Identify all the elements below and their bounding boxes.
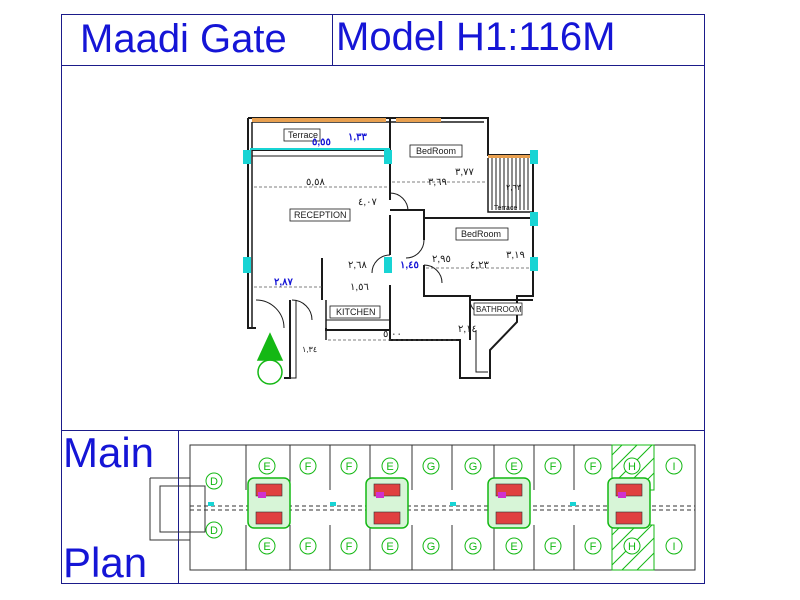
unit-bottom-11: H [628, 541, 636, 553]
unit-top-4: F [346, 461, 353, 473]
bathroom-label: BATHROOM [476, 305, 522, 314]
model-title: Model H1:116M [336, 15, 616, 59]
header-divider [332, 15, 333, 65]
unit-bottom-12: I [672, 541, 675, 553]
dim-bed2-depth: ٤,٢٣ [470, 260, 490, 271]
unit-bottom-6: G [427, 541, 436, 553]
unit-top-5: E [386, 461, 393, 473]
unit-top-3: F [305, 461, 312, 473]
plan-label: Plan [63, 539, 148, 586]
unit-bottom-7: G [469, 541, 478, 553]
main-plan-label-divider [178, 430, 179, 584]
unit-bottom-8: E [510, 541, 517, 553]
unit-bottom-3: F [305, 541, 312, 553]
site-plan: D E F F E G G E F F H I D E F F E G G E … [149, 444, 696, 571]
dim-corridor: ٢,٦٨ [348, 260, 368, 271]
dim-reception-width: ٥,٥٨ [306, 177, 326, 188]
unit-top-12: I [672, 461, 675, 473]
unit-top-2: E [263, 461, 270, 473]
unit-bottom-5: E [386, 541, 393, 553]
unit-top-11: H [628, 461, 636, 473]
dim-door-gap: ١,٤٥ [400, 260, 419, 271]
dim-small-room: ١,٣٤ [302, 345, 317, 354]
unit-bottom-9: F [550, 541, 557, 553]
dim-bed1-width: ٣,٦٩ [428, 177, 447, 188]
bedroom-1-label: BedRoom [416, 146, 456, 156]
unit-top-1: D [210, 476, 218, 488]
dim-bath-depth: ٢,١٤ [458, 324, 477, 335]
dim-bed2-side: ٣,١٩ [506, 250, 525, 261]
dim-terrace-height: ١,٣٣ [348, 132, 368, 143]
reception-label: RECEPTION [294, 210, 347, 220]
dim-reception-depth: ٤,٠٧ [358, 197, 378, 208]
unit-top-6: G [427, 461, 436, 473]
dim-terrace-depth: ٥,٥٥ [312, 137, 331, 148]
dim-bed2-width: ٢,٩٥ [432, 254, 451, 265]
unit-bottom-2: E [263, 541, 270, 553]
main-label: Main [63, 429, 155, 476]
unit-top-8: E [510, 461, 517, 473]
unit-top-10: F [590, 461, 597, 473]
unit-top-7: G [469, 461, 478, 473]
kitchen-label: KITCHEN [336, 307, 376, 317]
terrace-right-label: Terrace [494, 205, 517, 212]
header-frame [61, 14, 705, 66]
bedroom-2-label: BedRoom [461, 229, 501, 239]
unit-top-9: F [550, 461, 557, 473]
floor-plan: Terrace BedRoom BedRoom Terrace RECEPTIO… [243, 117, 538, 385]
dim-bottom-width: ٥,٠٠ [383, 329, 402, 340]
dim-bed1-depth: ٣,٧٧ [455, 167, 475, 178]
terrace-top-label: Terrace [288, 130, 318, 140]
dim-kitchen: ١,٥٦ [350, 282, 369, 293]
dim-terrace-right: ٢,٦٣ [506, 183, 522, 192]
project-title: Maadi Gate [80, 17, 287, 61]
dim-entry-width: ٢,٨٧ [274, 277, 294, 288]
unit-bottom-10: F [590, 541, 597, 553]
unit-bottom-1: D [210, 525, 218, 537]
unit-bottom-4: F [346, 541, 353, 553]
main-plan-top-border [61, 430, 705, 431]
